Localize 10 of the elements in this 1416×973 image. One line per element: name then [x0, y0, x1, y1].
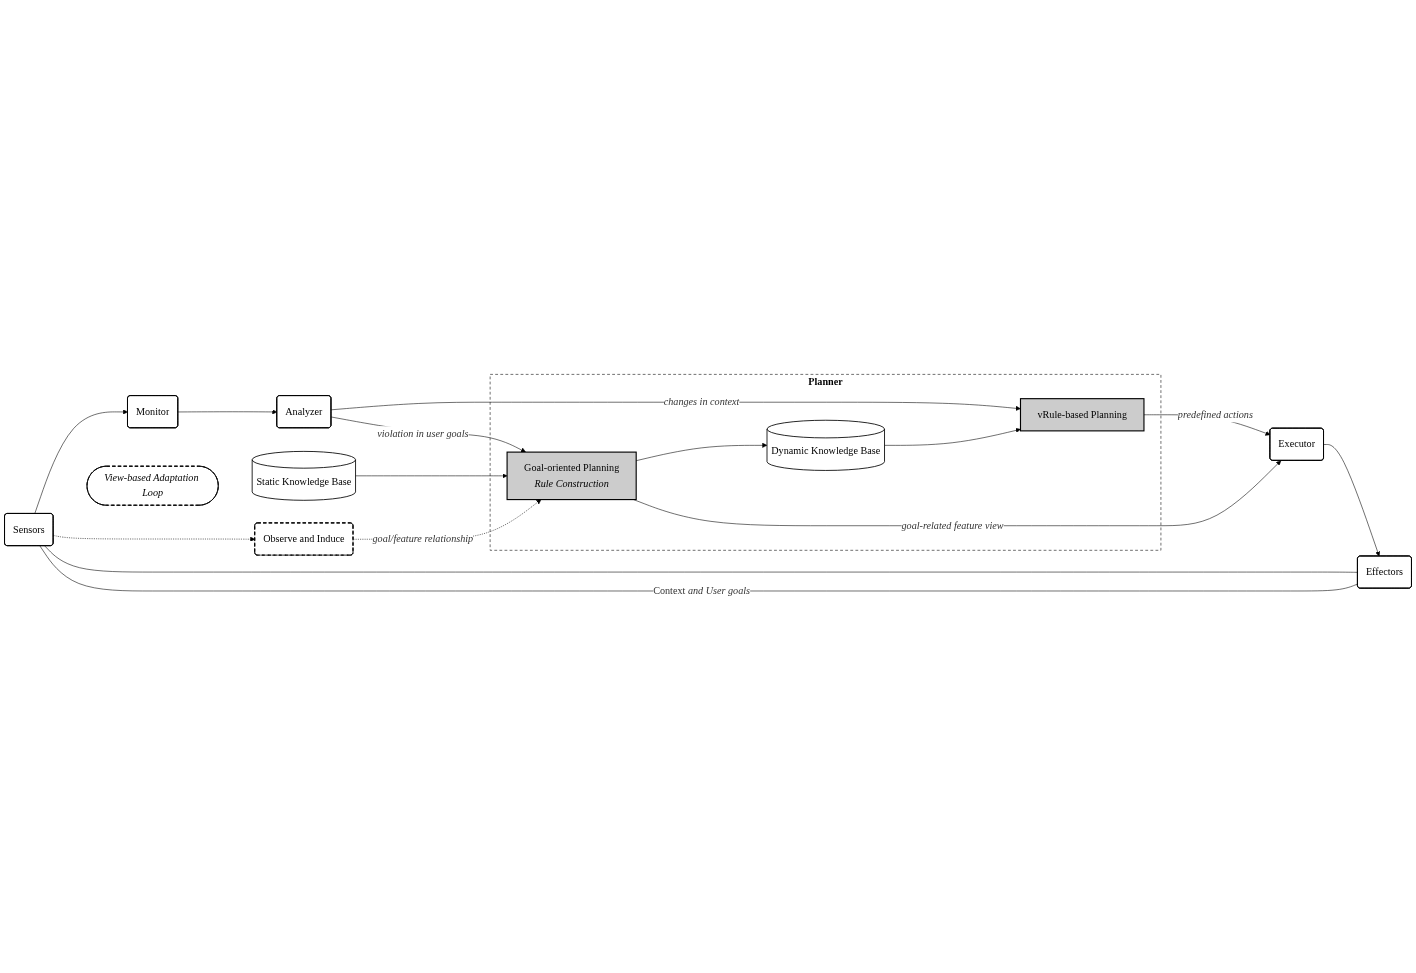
- edge-label: changes in context: [663, 396, 740, 408]
- connector: [44, 545, 1358, 573]
- node-box: Goal-oriented Planning Rule Construction: [506, 451, 637, 501]
- node-box: vRule-based Planning: [1019, 398, 1145, 432]
- edge-label: goal/feature relationship: [372, 533, 474, 545]
- edge-label: violation in user goals: [377, 427, 469, 440]
- edge-label: Context and User goals: [653, 585, 751, 597]
- edge-label: predefined actions: [1177, 408, 1253, 421]
- connector: [39, 545, 1358, 592]
- edge-label: goal-related feature view: [901, 519, 1004, 532]
